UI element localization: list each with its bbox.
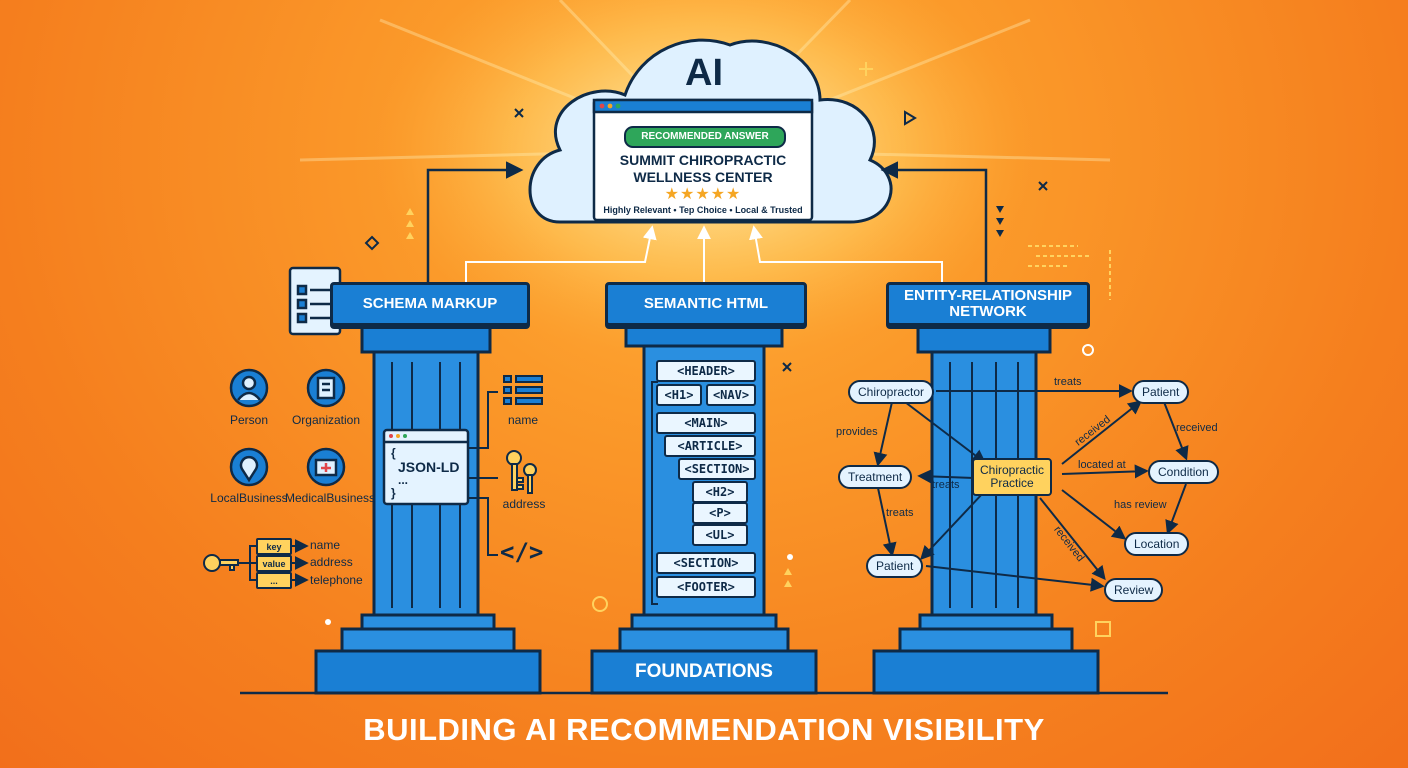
node-chiropractic-practice: Chiropractic Practice: [972, 458, 1053, 496]
schema-to-ai-arrow: [426, 161, 524, 282]
kv-key-tag: key: [256, 538, 292, 555]
json-brace-close: }: [391, 486, 396, 500]
html-tag-footer: <FOOTER>: [656, 576, 756, 598]
entity-edges: [873, 384, 1189, 592]
practice-line1: Chiropractic: [980, 462, 1045, 477]
node-patient-top: Patient: [1132, 380, 1190, 404]
building-icon: [306, 368, 346, 408]
schema-connectors: [238, 391, 498, 587]
rating-stars: ★★★★★: [664, 186, 742, 203]
html-tag-nav: <NAV>: [706, 384, 756, 406]
tagline: Highly Relevant • Tep Choice • Local & T…: [603, 205, 803, 215]
plus-decor: [859, 62, 873, 76]
sparkle-decor: [364, 108, 1111, 637]
business-name-line2: WELLNESS CENTER: [633, 169, 773, 185]
node-patient-bottom: Patient: [866, 554, 924, 578]
entity-to-ai-white-arrow: [749, 225, 943, 282]
triangles-decor: [406, 208, 792, 587]
html-tag-p: <P>: [692, 502, 748, 524]
practice-line2: Practice: [990, 476, 1034, 490]
list-icon: [503, 375, 543, 405]
dashed-lines-decor: [1028, 245, 1111, 300]
node-location: Location: [1124, 532, 1190, 556]
json-ld-window: [382, 428, 470, 506]
edge-treats-top: treats: [1054, 376, 1082, 388]
ai-title: AI: [685, 52, 723, 94]
person-icon: [229, 368, 269, 408]
foundations-label: FOUNDATIONS: [635, 661, 773, 682]
kv-address-value: address: [310, 555, 353, 569]
entity-network-header: ENTITY-RELATIONSHIP NETWORK: [886, 282, 1090, 326]
json-ld-label: JSON-LD: [398, 459, 460, 475]
schema-markup-header: SCHEMA MARKUP: [330, 282, 530, 326]
html-tag-ul: <UL>: [692, 524, 748, 546]
node-condition: Condition: [1148, 460, 1219, 484]
type-medicalbusiness: MedicalBusiness: [285, 491, 376, 505]
entity-to-ai-arrow: [880, 161, 988, 282]
dot-decor: [325, 619, 331, 625]
schema-to-ai-white-arrow: [465, 225, 657, 282]
html-tag-section-2: <SECTION>: [656, 552, 756, 574]
html-tag-section: <SECTION>: [678, 458, 756, 480]
down-arrows-decor: [996, 206, 1004, 237]
node-chiropractor: Chiropractor: [848, 380, 935, 404]
medical-kit-icon: [306, 447, 346, 487]
node-review: Review: [1104, 578, 1164, 602]
edge-treats-low: treats: [886, 507, 914, 519]
business-name-line1: SUMMIT CHIROPRACTIC: [619, 152, 787, 168]
entity-header-line2: NETWORK: [949, 303, 1027, 320]
type-localbusiness: LocalBusiness: [210, 491, 288, 505]
key-icon: [506, 450, 537, 494]
node-treatment: Treatment: [838, 465, 913, 489]
schema-name-label: name: [507, 413, 539, 427]
html-tag-main: <MAIN>: [656, 412, 756, 434]
html-tag-h1: <H1>: [656, 384, 702, 406]
kv-name-value: name: [310, 538, 341, 552]
dot-decor-2: [787, 554, 793, 560]
kv-more-tag: ...: [256, 572, 292, 589]
type-person: Person: [229, 413, 269, 427]
small-key-icon: [203, 554, 239, 572]
html-tag-h2: <H2>: [692, 481, 748, 503]
json-brace-open: {: [391, 446, 396, 460]
edge-provides: provides: [836, 426, 878, 438]
edge-received-right: received: [1176, 422, 1218, 434]
kv-value-tag: value: [256, 555, 292, 572]
location-pin-icon: [229, 447, 269, 487]
edge-has-review: has review: [1114, 499, 1167, 511]
entity-pillar: [872, 324, 1100, 695]
type-organization: Organization: [291, 413, 361, 427]
kv-telephone-value: telephone: [310, 573, 363, 587]
json-ellipsis: ...: [398, 473, 409, 487]
code-icon: </>: [500, 538, 544, 566]
entity-header-line1: ENTITY-RELATIONSHIP: [903, 287, 1073, 305]
recommended-badge: RECOMMENDED ANSWER: [624, 126, 786, 148]
nesting-bracket: [651, 381, 658, 605]
html-tag-header: <HEADER>: [656, 360, 756, 382]
html-tag-article: <ARTICLE>: [664, 435, 756, 457]
footer-title: BUILDING AI RECOMMENDATION VISIBILITY: [363, 712, 1045, 747]
edge-located-at: located at: [1078, 459, 1126, 471]
schema-address-label: address: [502, 497, 546, 511]
semantic-html-header: SEMANTIC HTML: [605, 282, 807, 326]
edge-treats-mid: treats: [932, 479, 960, 491]
